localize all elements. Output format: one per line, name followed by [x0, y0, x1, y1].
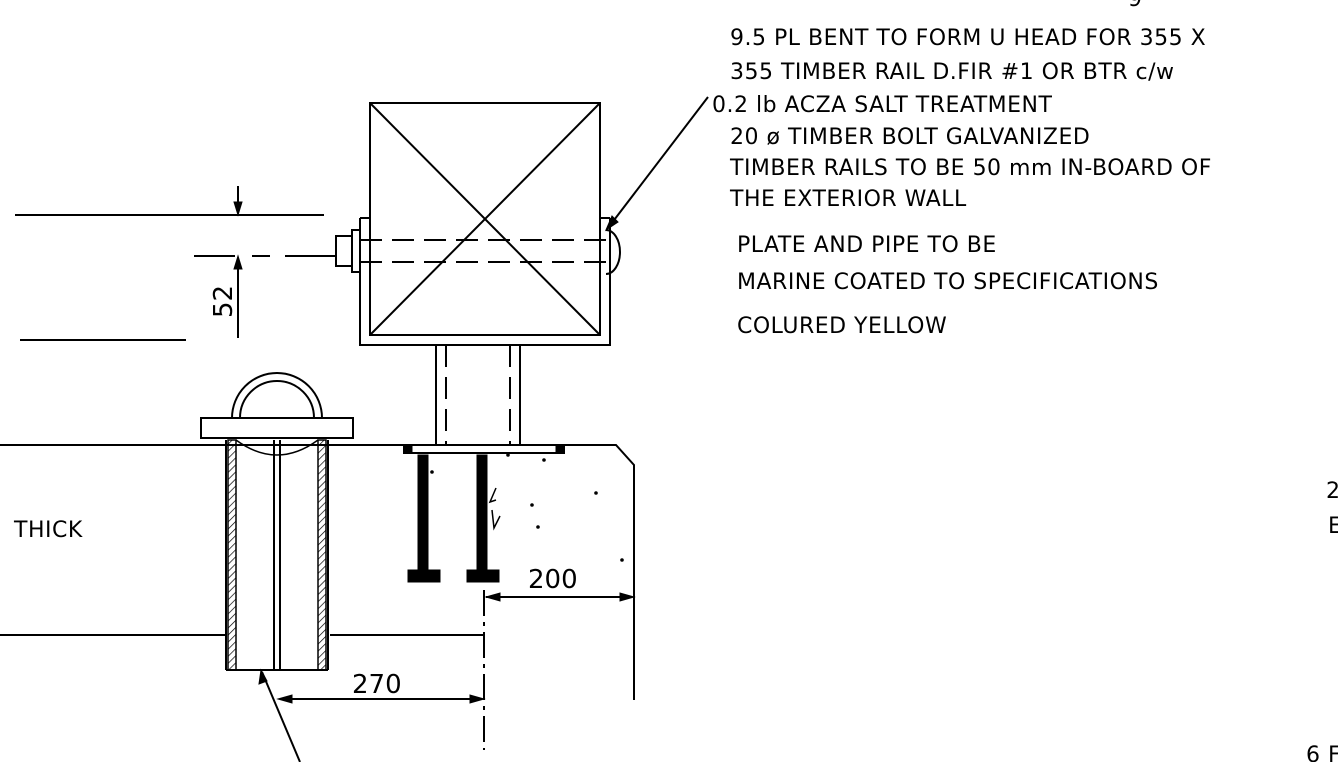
- dimension-270: [276, 694, 486, 704]
- spec-line-2: 355 TIMBER RAIL D.FIR #1 OR BTR c/w: [730, 60, 1175, 85]
- sleeve-cap: [200, 372, 354, 439]
- dimension-52-label: 52: [209, 285, 239, 318]
- spec-line-4: 20 ø TIMBER BOLT GALVANIZED: [730, 125, 1090, 150]
- spec-line-6: THE EXTERIOR WALL: [729, 187, 967, 212]
- dimension-200-label: 200: [528, 565, 578, 595]
- existing-lines: [15, 214, 336, 341]
- dimension-200: [484, 592, 636, 602]
- spec-note: 9.5 PL BENT TO FORM U HEAD FOR 355 X 355…: [712, 26, 1212, 212]
- coating-line-2: MARINE COATED TO SPECIFICATIONS: [737, 270, 1159, 295]
- support-pipe: [435, 345, 521, 445]
- leader-u-head: [604, 96, 709, 232]
- thick-label: THICK: [13, 518, 83, 543]
- dimension-52: [233, 186, 243, 338]
- right-edge-text-2: E: [1328, 514, 1338, 539]
- base-plate: [403, 444, 565, 454]
- u-head-plate: [359, 217, 611, 346]
- right-edge-text-1: 2: [1326, 479, 1338, 504]
- timber-rail: [369, 102, 601, 336]
- sleeve-pipe: [225, 439, 329, 671]
- leader-sleeve: [258, 668, 301, 762]
- spec-line-1: 9.5 PL BENT TO FORM U HEAD FOR 355 X: [730, 26, 1206, 51]
- concrete-wall: [0, 444, 635, 700]
- timber-bolt: [335, 229, 621, 275]
- coating-line-1: PLATE AND PIPE TO BE: [737, 233, 997, 258]
- anchor-bolts: [407, 454, 500, 583]
- dimension-270-label: 270: [352, 670, 402, 700]
- coating-line-3: COLURED YELLOW: [737, 314, 947, 339]
- spec-line-3: 0.2 lb ACZA SALT TREATMENT: [712, 93, 1053, 118]
- spec-line-5: TIMBER RAILS TO BE 50 mm IN-BOARD OF: [729, 156, 1212, 181]
- right-edge-text-3: 6 F: [1306, 743, 1338, 762]
- note-cut-fragment: 9: [1128, 0, 1143, 12]
- coating-note: PLATE AND PIPE TO BE MARINE COATED TO SP…: [737, 233, 1159, 339]
